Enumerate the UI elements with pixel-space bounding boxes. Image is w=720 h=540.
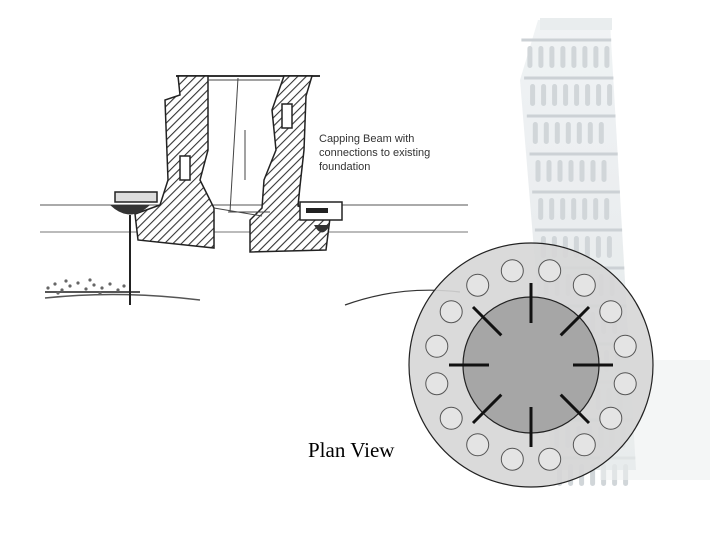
pile-circle <box>439 406 463 430</box>
caption-line-3: foundation <box>319 161 371 173</box>
pile-circle <box>613 372 637 396</box>
caption-line-2: connections to existing <box>319 147 431 159</box>
pile-circle <box>439 300 463 324</box>
pile-circle <box>425 372 449 396</box>
pile-circle <box>466 273 490 297</box>
pile-circles <box>425 259 637 471</box>
anchor-spoke <box>471 393 503 425</box>
pile-circle <box>572 433 596 457</box>
anchor-spoke <box>559 393 591 425</box>
pile-circle <box>599 300 623 324</box>
pile-circle <box>599 406 623 430</box>
caption-line-1: Capping Beam with <box>319 133 415 145</box>
pile-circle <box>613 334 637 358</box>
anchor-spoke <box>471 305 503 337</box>
plan-view-diagram <box>408 242 654 488</box>
anchor-spoke <box>559 305 591 337</box>
pile-circle <box>538 259 562 283</box>
pile-circle <box>572 273 596 297</box>
pile-circle <box>425 334 449 358</box>
pile-circle <box>538 447 562 471</box>
pile-circle <box>500 447 524 471</box>
plan-view-label: Plan View <box>308 438 395 462</box>
capping-beam-caption: Capping Beam with connections to existin… <box>319 132 479 174</box>
pile-circle <box>466 433 490 457</box>
foundation-cross-section <box>40 75 468 306</box>
pile-circle <box>500 259 524 283</box>
anchor-spokes <box>449 283 613 447</box>
